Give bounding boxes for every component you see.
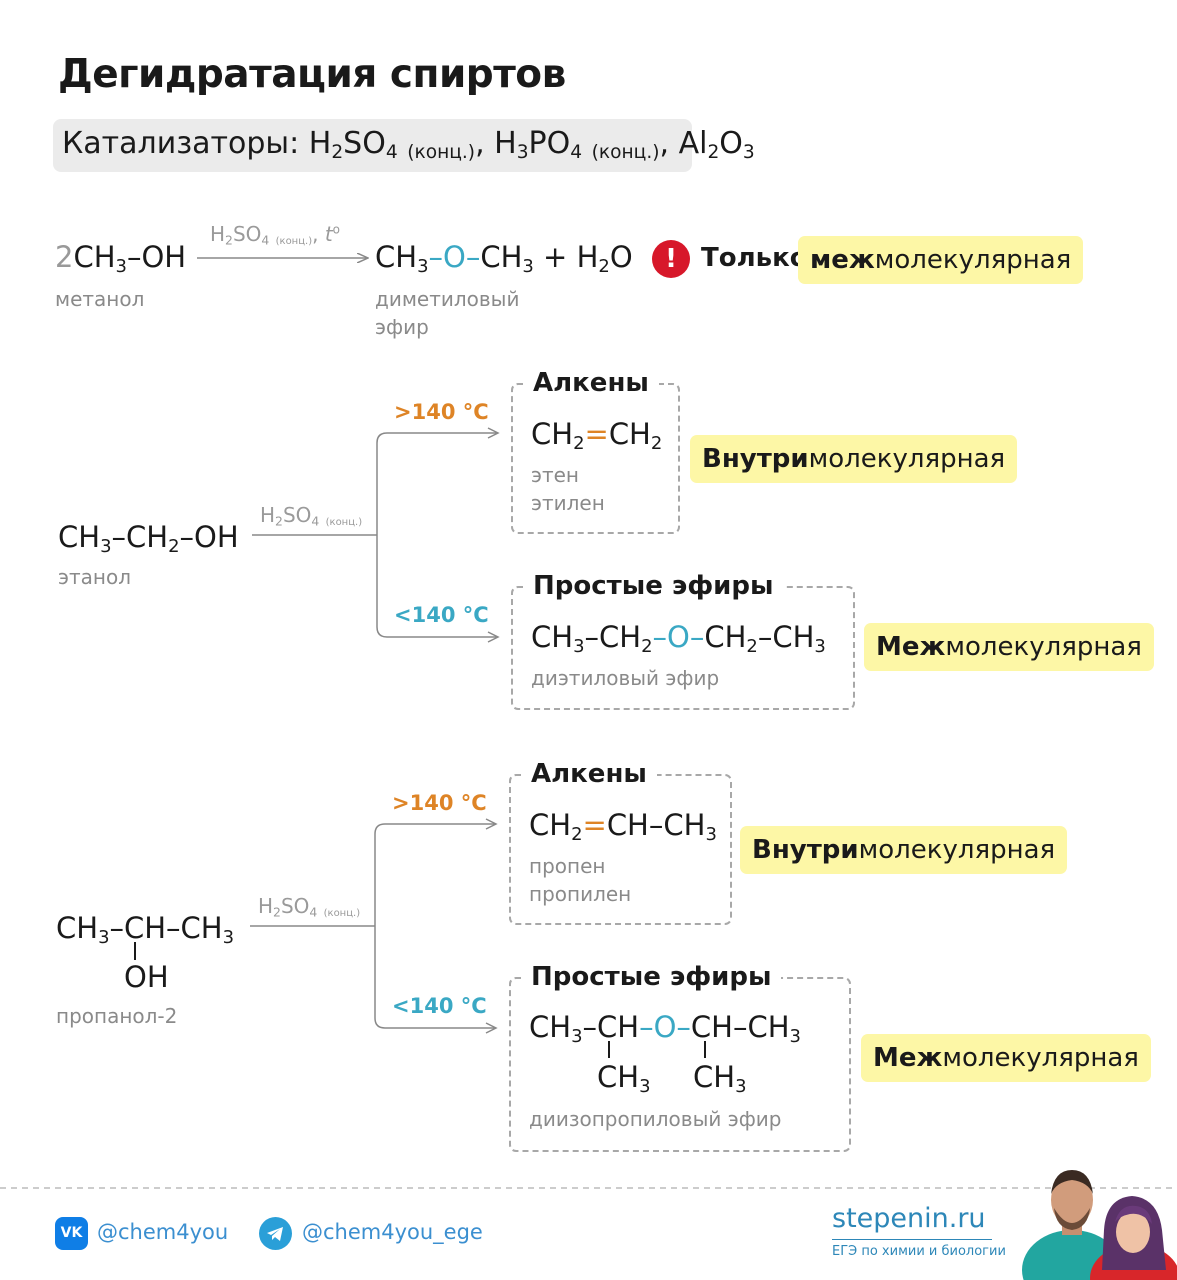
propene-formula: CH2=CH–CH3 [529, 808, 717, 846]
ethene-name-1: этен [531, 463, 580, 487]
vk-icon[interactable]: VK [55, 1217, 88, 1250]
brand-divider [832, 1239, 992, 1240]
telegram-link[interactable]: @chem4you_ege [302, 1220, 483, 1244]
ethanol-inter-tag: Межмолекулярная [864, 623, 1154, 671]
diisopropyl-bond-right [704, 1041, 706, 1058]
ethanol-condition: H2SO4 (конц.) [260, 503, 363, 529]
catalysts-panel [53, 119, 692, 172]
catalysts-label: Катализаторы: [62, 126, 300, 161]
dimethyl-ether-name-1: диметиловый [375, 287, 520, 311]
ethanol-ethers-title: Простые эфиры [523, 571, 784, 601]
propanol-ethers-title: Простые эфиры [521, 962, 782, 992]
brand-subtitle: ЕГЭ по химии и биологии [832, 1244, 1006, 1259]
ethene-formula: CH2=CH2 [531, 417, 663, 455]
propanol-oh: OH [124, 960, 169, 994]
brand-logo[interactable]: stepenin.ru [832, 1203, 986, 1234]
diisopropyl-bond-left [608, 1041, 610, 1058]
propanol-bond [134, 942, 136, 960]
diisopropyl-ether-name: диизопропиловый эфир [529, 1107, 782, 1131]
methanol-condition: H2SO4 (конц.), to [210, 222, 341, 248]
authors-photo [1022, 1170, 1177, 1280]
warning-icon: ! [652, 240, 690, 278]
ethanol-branch-arrow [252, 427, 500, 643]
diisopropyl-ether-formula: CH3–CH–O–CH–CH3 [529, 1010, 801, 1048]
propanol-formula: CH3–CH–CH3 [56, 911, 235, 949]
ethanol-intra-tag: Внутримолекулярная [690, 435, 1018, 483]
ethanol-formula: CH3–CH2–OH [58, 520, 239, 558]
ethanol-temp-high: >140 °C [394, 400, 489, 424]
methanol-note-tag: межмолекулярная [798, 236, 1084, 284]
ethanol-name: этанол [58, 565, 131, 589]
propene-name-2: пропилен [529, 882, 632, 906]
propanol-branch-arrow [250, 818, 498, 1034]
propanol-alkenes-title: Алкены [521, 759, 657, 789]
ethanol-alkenes-title: Алкены [523, 368, 659, 398]
propanol-inter-tag: Межмолекулярная [861, 1034, 1151, 1082]
methanol-name: метанол [55, 287, 145, 311]
diisopropyl-methyl-left: CH3 [597, 1060, 651, 1098]
propene-name-1: пропен [529, 854, 606, 878]
catalysts-text: Катализаторы: H2SO4 (конц.), H3PO4 (конц… [62, 126, 755, 164]
diethyl-ether-name: диэтиловый эфир [531, 666, 720, 690]
dimethyl-ether-formula: CH3–O–CH3 + H2O [375, 240, 633, 278]
methanol-formula: 2CH3–OH [55, 240, 187, 278]
propanol-name: пропанол-2 [56, 1004, 178, 1028]
propanol-temp-low: <140 °C [392, 994, 487, 1018]
propanol-intra-tag: Внутримолекулярная [740, 826, 1068, 874]
ethanol-temp-low: <140 °C [394, 603, 489, 627]
propanol-condition: H2SO4 (конц.) [258, 894, 361, 920]
methanol-note: Только [701, 243, 808, 273]
dimethyl-ether-name-2: эфир [375, 315, 429, 339]
diisopropyl-methyl-right: CH3 [693, 1060, 747, 1098]
ethene-name-2: этилен [531, 491, 605, 515]
diethyl-ether-formula: CH3–CH2–O–CH2–CH3 [531, 620, 826, 658]
telegram-icon[interactable] [259, 1217, 292, 1250]
page-title: Дегидратация спиртов [58, 52, 566, 97]
propanol-temp-high: >140 °C [392, 791, 487, 815]
vk-link[interactable]: @chem4you [97, 1220, 229, 1244]
